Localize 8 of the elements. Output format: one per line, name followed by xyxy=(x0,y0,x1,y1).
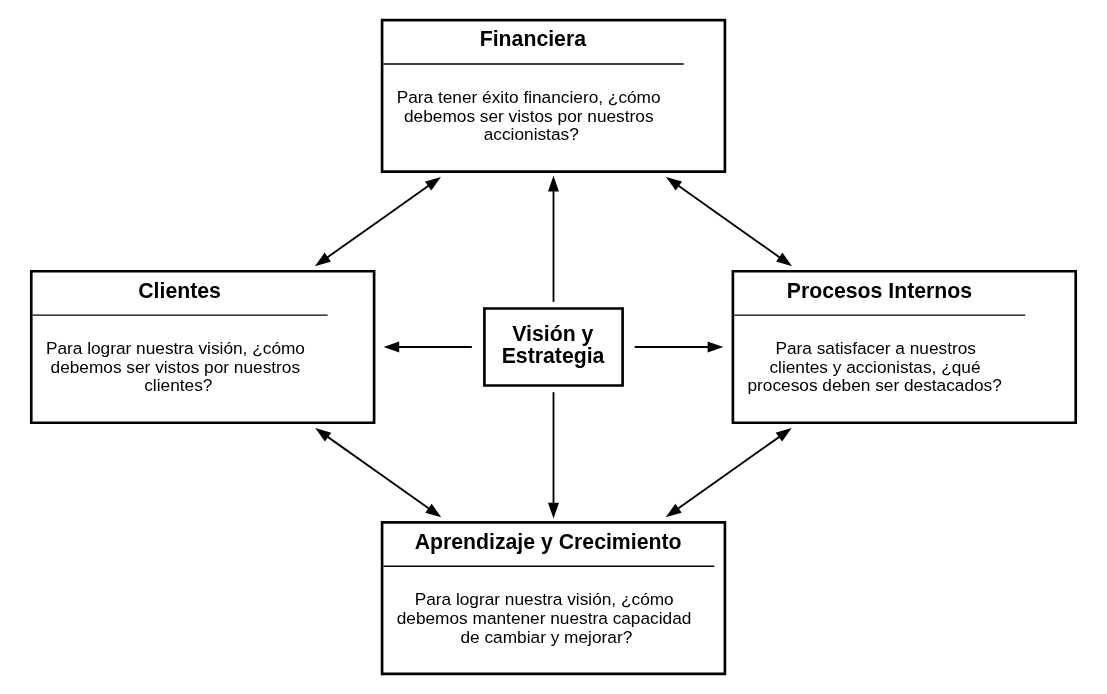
arrow xyxy=(383,341,473,353)
arrow xyxy=(315,428,442,518)
arrow xyxy=(548,391,559,519)
arrow xyxy=(314,176,441,267)
arrow xyxy=(548,175,559,303)
arrow xyxy=(665,428,792,518)
arrow xyxy=(633,341,724,353)
arrow xyxy=(666,176,793,267)
